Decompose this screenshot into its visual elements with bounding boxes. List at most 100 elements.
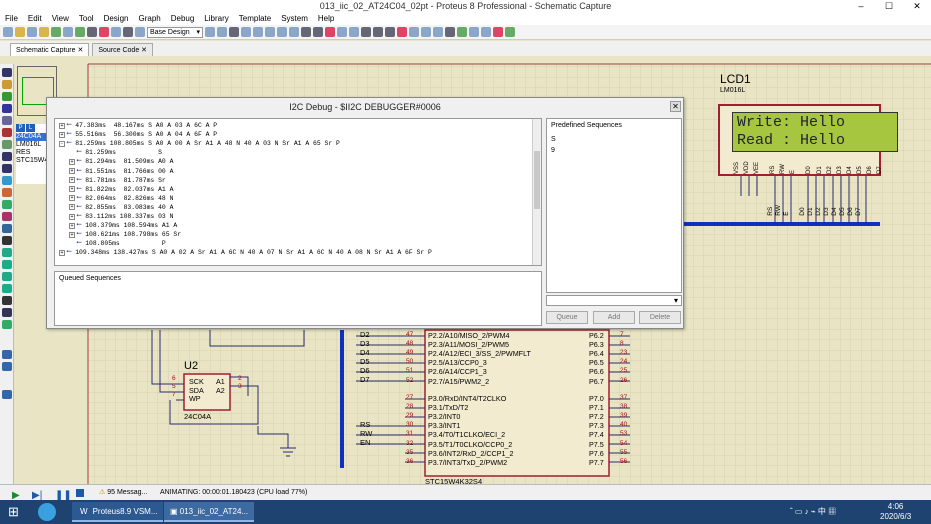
expand-icon[interactable]: + — [69, 231, 75, 238]
generator-icon[interactable] — [2, 200, 12, 209]
menu-help[interactable]: Help — [317, 14, 335, 23]
maximize-button[interactable]: ☐ — [884, 1, 894, 11]
electrical-check-icon[interactable] — [505, 27, 515, 37]
selection-mode-icon[interactable] — [2, 68, 12, 77]
device-item[interactable]: RES — [16, 149, 31, 156]
zoom-area-icon[interactable] — [289, 27, 299, 37]
tree-row[interactable]: +⟵108.621ms 108.798ms 65 Sr — [69, 230, 181, 239]
menu-template[interactable]: Template — [238, 14, 272, 23]
new-icon[interactable] — [3, 27, 13, 37]
paste-icon[interactable] — [349, 27, 359, 37]
gerber-icon[interactable] — [87, 27, 97, 37]
line-icon[interactable] — [2, 236, 12, 245]
redo-icon[interactable] — [313, 27, 323, 37]
expand-icon[interactable]: + — [69, 204, 75, 211]
tab-source-code[interactable]: Source Code ✕ — [92, 43, 154, 56]
refresh-icon[interactable] — [205, 27, 215, 37]
copy-icon[interactable] — [337, 27, 347, 37]
expand-icon[interactable]: + — [69, 186, 75, 193]
circle-icon[interactable] — [2, 260, 12, 269]
rotate-ccw-icon[interactable] — [2, 362, 12, 371]
menu-graph[interactable]: Graph — [138, 14, 161, 23]
device-item[interactable]: 24C04A — [16, 133, 46, 141]
block-copy-icon[interactable] — [361, 27, 371, 37]
bom-icon[interactable] — [99, 27, 109, 37]
subcircuit-icon[interactable] — [2, 140, 12, 149]
tree-row[interactable]: +⟵82.064ms 82.826ms 48 N — [69, 194, 173, 203]
tree-scrollbar[interactable] — [532, 119, 541, 265]
box-icon[interactable] — [2, 248, 12, 257]
menu-system[interactable]: System — [281, 14, 308, 23]
mirror-x-icon[interactable] — [2, 390, 12, 399]
tree-row[interactable]: +⟵81.551ms 81.766ms 00 A — [69, 167, 173, 176]
tray-icons[interactable]: ˆ ▭ ♪ ⌁ 中 ▦ — [790, 507, 837, 516]
zoom-in-icon[interactable] — [253, 27, 263, 37]
menu-view[interactable]: View — [51, 14, 69, 23]
graph-icon[interactable] — [2, 176, 12, 185]
overview-window[interactable] — [17, 66, 57, 116]
menu-library[interactable]: Library — [204, 14, 229, 23]
junction-icon[interactable] — [2, 92, 12, 101]
block-delete-icon[interactable] — [397, 27, 407, 37]
sequence-dropdown[interactable] — [546, 295, 682, 306]
expand-icon[interactable]: + — [69, 222, 75, 229]
help-icon[interactable] — [135, 27, 145, 37]
tree-row[interactable]: +⟵81.781ms 81.787ms Sr — [69, 176, 166, 185]
text-script-icon[interactable] — [2, 116, 12, 125]
pick-device-button[interactable]: P — [16, 124, 25, 132]
path-icon[interactable] — [2, 284, 12, 293]
expand-icon[interactable]: + — [69, 213, 75, 220]
zoom-all-icon[interactable] — [277, 27, 287, 37]
tree-row[interactable]: +⟵81.822ms 82.037ms A1 A — [69, 185, 173, 194]
tree-row[interactable]: -⟵81.259ms 108.805ms S A0 A 00 A Sr A1 A… — [59, 139, 340, 148]
stop-icon[interactable] — [76, 489, 84, 497]
instrument-icon[interactable] — [2, 224, 12, 233]
text-icon[interactable] — [2, 296, 12, 305]
close-project-icon[interactable] — [39, 27, 49, 37]
windows-start-icon[interactable]: ⊞ — [8, 504, 19, 519]
lcd-display[interactable]: Write: Hello Read : Hello VSS VDD VEE RS… — [718, 104, 898, 176]
rotate-cw-icon[interactable] — [2, 350, 12, 359]
close-icon[interactable]: ✕ — [670, 101, 681, 112]
block-move-icon[interactable] — [373, 27, 383, 37]
wire-label-icon[interactable] — [2, 104, 12, 113]
tree-row[interactable]: +⟵55.516ms 56.300ms S A0 A 04 A 6F A P — [59, 130, 217, 139]
device-item[interactable]: STC15W4K — [16, 157, 53, 164]
predefined-sequences-panel[interactable]: Predefined Sequences S 9 — [546, 118, 682, 293]
tape-icon[interactable] — [2, 188, 12, 197]
menu-edit[interactable]: Edit — [27, 14, 42, 23]
terminal-icon[interactable] — [2, 152, 12, 161]
origin-icon[interactable] — [229, 27, 239, 37]
expand-icon[interactable]: + — [69, 168, 75, 174]
design-explorer-icon[interactable] — [123, 27, 133, 37]
probe-icon[interactable] — [2, 212, 12, 221]
undo-icon[interactable] — [301, 27, 311, 37]
component-mode-icon[interactable] — [2, 80, 12, 89]
expand-icon[interactable]: + — [69, 158, 75, 165]
taskbar-item-proteus[interactable]: ▣ 013_iic_02_AT24... — [164, 502, 255, 522]
expand-icon[interactable]: + — [59, 131, 65, 138]
open-icon[interactable] — [15, 27, 25, 37]
expand-icon[interactable]: + — [59, 122, 65, 129]
play-icon[interactable]: ▶ — [12, 490, 20, 501]
arc-icon[interactable] — [2, 272, 12, 281]
menu-debug[interactable]: Debug — [170, 14, 195, 23]
clock[interactable]: 4:06 2020/6/3 — [880, 502, 911, 522]
menu-file[interactable]: File — [5, 14, 18, 23]
queued-sequences-panel[interactable]: Queued Sequences — [54, 271, 542, 326]
tree-row[interactable]: +⟵47.383ms 48.167ms S A0 A 03 A 6C A P — [59, 121, 217, 130]
pan-icon[interactable] — [241, 27, 251, 37]
messages-button[interactable]: ⚠ 95 Messag... — [99, 485, 147, 500]
step-icon[interactable]: ▶| — [32, 490, 43, 501]
device-item[interactable]: LM016L — [16, 141, 42, 148]
transaction-tree[interactable]: +⟵47.383ms 48.167ms S A0 A 03 A 6C A P+⟵… — [54, 118, 542, 266]
save-icon[interactable] — [27, 27, 37, 37]
pick-device-icon[interactable] — [409, 27, 419, 37]
block-rotate-icon[interactable] — [385, 27, 395, 37]
tree-row[interactable]: +⟵82.855ms 83.083ms 40 A — [69, 203, 173, 212]
search-icon[interactable] — [469, 27, 479, 37]
predefined-item[interactable]: 9 — [551, 147, 555, 154]
expand-icon[interactable]: + — [69, 195, 75, 202]
expand-icon[interactable]: - — [59, 140, 65, 147]
